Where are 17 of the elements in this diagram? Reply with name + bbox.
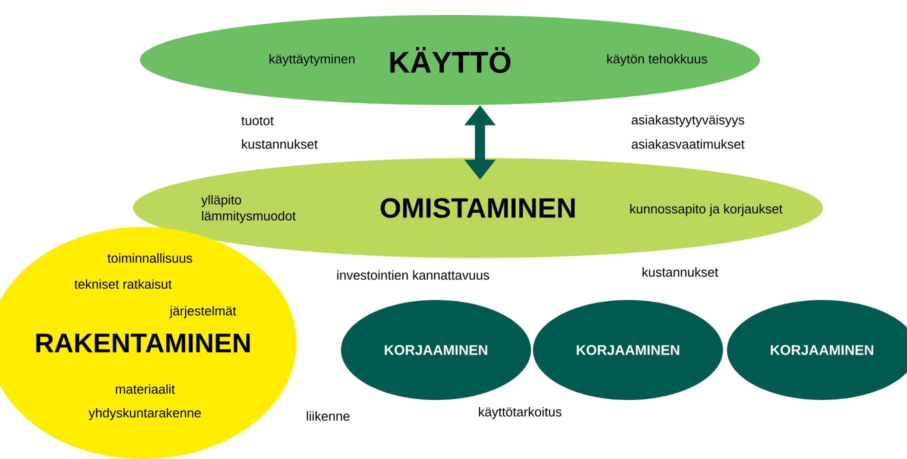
text-label: käyttötarkoitus xyxy=(478,406,562,420)
text-label: materiaalit xyxy=(116,384,175,394)
text-label: tuotot xyxy=(241,116,274,126)
text-label: käytön tehokkuus xyxy=(607,54,708,66)
text-label: ylläpito lämmitysmuodot xyxy=(201,194,296,224)
text-label: kustannukset xyxy=(642,267,718,277)
text-label: kunnossapito ja korjaukset xyxy=(630,204,782,216)
text-label: käyttäytyminen xyxy=(270,54,354,66)
text-label: liikenne xyxy=(306,411,350,421)
text-label: asiakastyytyväisyys xyxy=(632,114,744,128)
text-label: investointien kannattavuus xyxy=(337,270,490,280)
text-label: toiminnallisuus xyxy=(108,253,192,263)
text-label: yhdyskuntarakenne xyxy=(88,408,201,420)
text-label: kustannukset xyxy=(242,139,318,149)
text-label: järjestelmät xyxy=(169,306,236,318)
text-label: tekniset ratkaisut xyxy=(74,279,172,289)
text-label: asiakasvaatimukset xyxy=(632,139,745,149)
